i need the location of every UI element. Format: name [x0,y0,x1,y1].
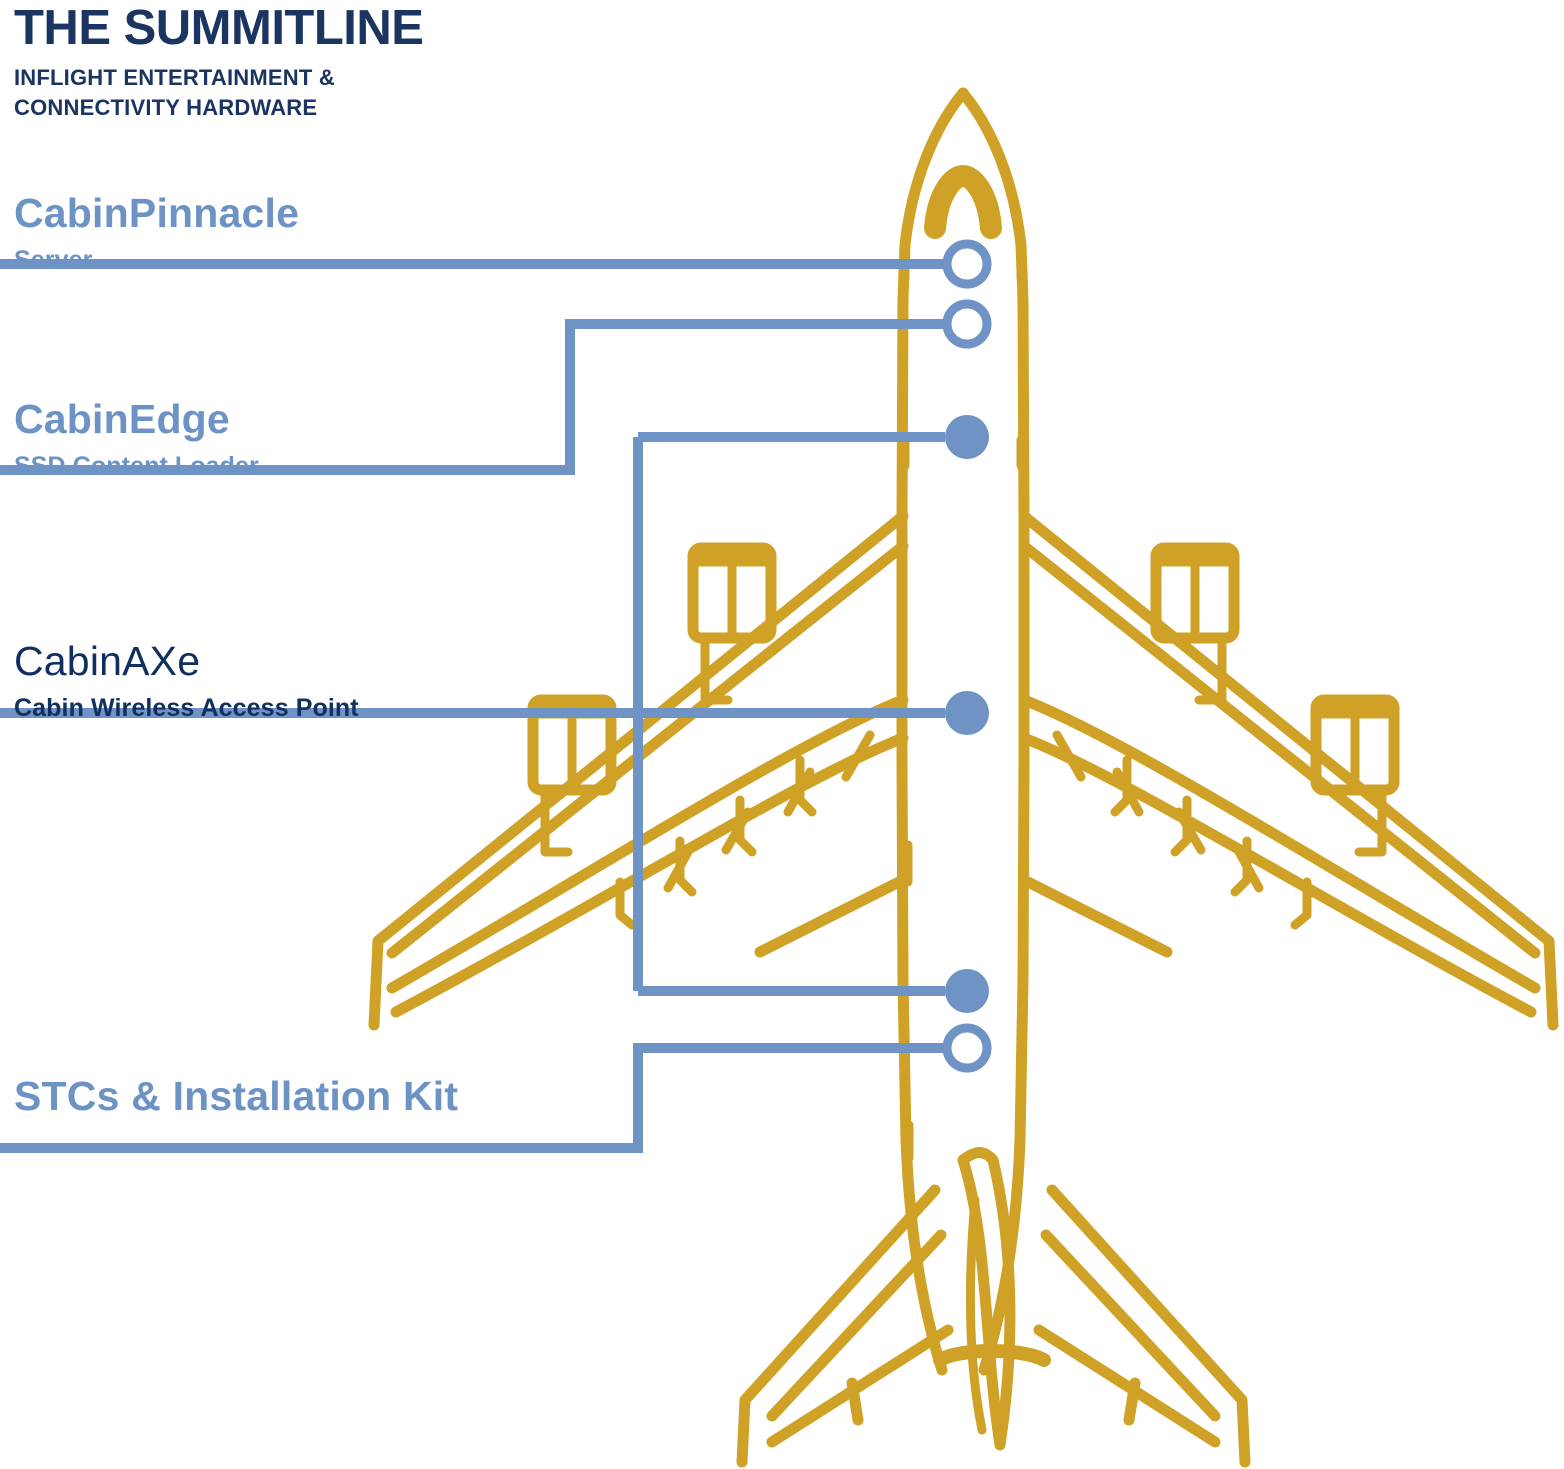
wing-left-trailing-edge [386,694,909,994]
product-subtitle-cabinpinnacle: Server [14,246,93,275]
wing-right-panel-lines [1052,730,1264,893]
product-name-cabinedge: CabinEdge [14,396,230,442]
product-label-cabinedge[interactable]: CabinEdge SSD Content Loader [14,396,674,481]
engine-right-outer [1310,694,1400,857]
brand-title: THE SUMMITLINE [14,1,424,55]
product-name-stc: STCs & Installation Kit [14,1073,459,1119]
fuselage-outline [896,87,969,1376]
engine-left-inner [687,542,777,705]
stabilizer-right [1046,1184,1251,1468]
wing-left-flap-tracks [615,755,817,930]
brand-header: THE SUMMITLINE INFLIGHT ENTERTAINMENT & … [14,4,634,122]
product-label-cabinpinnacle[interactable]: CabinPinnacle Server [14,190,674,275]
fuselage-door-marks [900,247,1026,1163]
wing-left-trailing-inner [390,732,909,1018]
wing-right-flap-tracks [1110,755,1312,930]
product-label-stc[interactable]: STCs & Installation Kit [14,1073,674,1119]
stabilizer-left [736,1184,941,1468]
product-subtitle-cabinaxe: Cabin Wireless Access Point [14,694,359,723]
cockpit-windshield [924,165,1002,239]
product-label-cabinaxe[interactable]: CabinAXe Cabin Wireless Access Point [14,638,674,723]
wing-left-panel-lines [663,730,875,893]
wing-left-leading-edge [368,510,909,1031]
wing-left-leading-inner [386,540,909,959]
wing-right-leading-edge [1018,510,1559,1031]
product-name-cabinaxe: CabinAXe [14,638,201,684]
wing-right-trailing-edge [1018,694,1541,994]
vertical-fin [957,1147,1016,1451]
tail-root [933,1344,1051,1367]
product-subtitle-cabinedge: SSD Content Loader [14,452,259,481]
product-name-cabinpinnacle: CabinPinnacle [14,190,300,236]
stabilizer-left-trailing [766,1324,954,1448]
wing-left-root-rear [754,874,909,958]
brand-subtitle: INFLIGHT ENTERTAINMENT & CONNECTIVITY HA… [14,65,335,120]
engine-right-inner [1150,542,1240,705]
